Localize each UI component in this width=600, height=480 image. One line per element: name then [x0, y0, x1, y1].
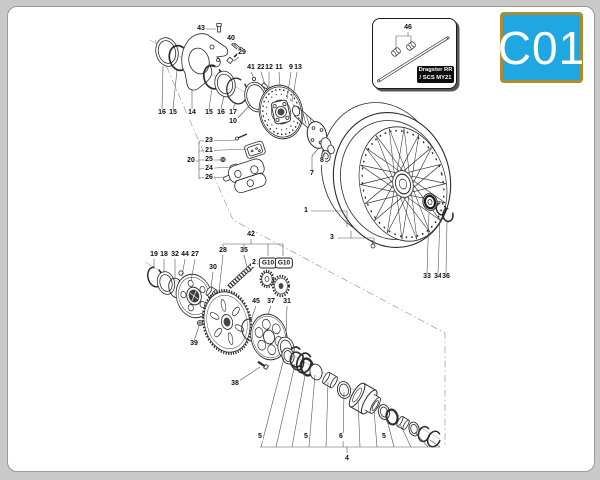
part-label-36: 36: [441, 273, 451, 281]
brake-pad-21: [244, 140, 266, 159]
axle-hardware-series: [281, 347, 442, 448]
leader-lines: [153, 28, 448, 453]
rear-wheel-group: [320, 102, 452, 249]
valve-stem-3: [370, 239, 376, 249]
disc-carrier-13: [270, 99, 292, 125]
part-label-26: 26: [204, 174, 214, 182]
bearing-16-right: [214, 70, 236, 98]
part-label-12: 12: [264, 64, 274, 72]
part-label-24: 24: [204, 165, 214, 173]
bolt-39: [196, 319, 203, 326]
bearing-18: [156, 271, 176, 295]
stud-38: [257, 360, 270, 371]
screw-43: [216, 23, 222, 33]
inset-contents: [377, 31, 450, 83]
brake-disc-group: [244, 77, 304, 140]
part-label-G10: G10: [274, 257, 294, 269]
part-label-29: 29: [237, 49, 247, 57]
part-label-17: 17: [228, 109, 238, 117]
page-background: [7, 6, 595, 472]
spoke-nipple-a: [391, 47, 401, 57]
part-label-43: 43: [196, 25, 206, 33]
part-label-30: 30: [208, 264, 218, 272]
part-label-13: 13: [293, 64, 303, 72]
part-label-28: 28: [218, 247, 228, 255]
part-label-25: 25: [204, 156, 214, 164]
part-label-22: 22: [256, 64, 266, 72]
part-label-23: 23: [204, 137, 214, 145]
bushing-22: [260, 81, 269, 90]
part-label-41: 41: [246, 64, 256, 72]
part-label-5: 5: [381, 433, 387, 441]
part-label-16: 16: [216, 109, 226, 117]
cush-hub-27: [175, 273, 213, 319]
brake-caliper-group: [220, 133, 267, 194]
part-label-1: 1: [303, 207, 309, 215]
part-label-31: 31: [282, 298, 292, 306]
part-label-4: 4: [344, 455, 350, 463]
pad-pin-23: [235, 133, 248, 141]
chain-adjuster-plate-14: [181, 33, 229, 91]
part-label-35: 35: [239, 247, 249, 255]
part-label-8: 8: [319, 157, 325, 165]
part-label-21: 21: [204, 147, 214, 155]
part-label-42: 42: [246, 231, 256, 239]
chain-group: [227, 260, 290, 298]
part-label-10: 10: [228, 118, 238, 126]
caliper-body-20: [227, 158, 267, 194]
part-label-18: 18: [159, 251, 169, 259]
part-label-33: 33: [422, 273, 432, 281]
part-label-39: 39: [189, 340, 199, 348]
part-label-44: 44: [180, 251, 190, 259]
part-label-19: 19: [149, 251, 159, 259]
front-sprocket-g10-a: [259, 269, 275, 289]
hub-spacer-6: [348, 382, 381, 415]
part-label-15: 15: [168, 109, 178, 117]
brake-disc-11: [258, 84, 304, 140]
part-label-2: 2: [251, 259, 257, 267]
swingarm-boundary-line: [154, 39, 446, 447]
part-label-40: 40: [226, 35, 236, 43]
circlip-36: [442, 207, 454, 223]
bearing-16-left: [155, 37, 179, 67]
swingarm-plate-group: [155, 23, 248, 105]
part-label-38: 38: [230, 380, 240, 388]
spoke-rod: [377, 36, 450, 83]
part-label-5: 5: [257, 433, 263, 441]
inset-model-tag: Dragster RR / SCS MY21: [417, 66, 454, 83]
part-label-6: 6: [338, 433, 344, 441]
inset-model-line2: / SCS MY21: [419, 74, 452, 81]
ball-44: [178, 270, 184, 276]
part-label-3: 3: [329, 234, 335, 242]
page-code-badge: C01: [497, 12, 586, 83]
part-label-9: 9: [288, 64, 294, 72]
part-label-20: 20: [186, 157, 196, 165]
bleed-valve-25: [220, 156, 226, 163]
part-label-14: 14: [187, 109, 197, 117]
inset-model-line1: Dragster RR: [418, 67, 453, 73]
part-label-37: 37: [266, 298, 276, 306]
hub-cap-33: [422, 193, 438, 211]
part-label-45: 45: [251, 298, 261, 306]
part-label-7: 7: [309, 170, 315, 178]
spoke-nipple-b: [406, 41, 416, 51]
part-label-32: 32: [170, 251, 180, 259]
front-sprocket-g10-b: [272, 274, 290, 298]
part-label-34: 34: [433, 273, 443, 281]
sprocket-flange-group: [241, 313, 313, 374]
spoke-face: [358, 126, 448, 242]
part-label-15: 15: [204, 109, 214, 117]
part-label-16: 16: [157, 109, 167, 117]
part-label-11: 11: [274, 64, 284, 72]
part-label-46: 46: [403, 24, 413, 32]
rear-sprocket-28: [201, 289, 253, 355]
part-label-27: 27: [190, 251, 200, 259]
part-label-5: 5: [303, 433, 309, 441]
page-code: C01: [497, 21, 586, 74]
